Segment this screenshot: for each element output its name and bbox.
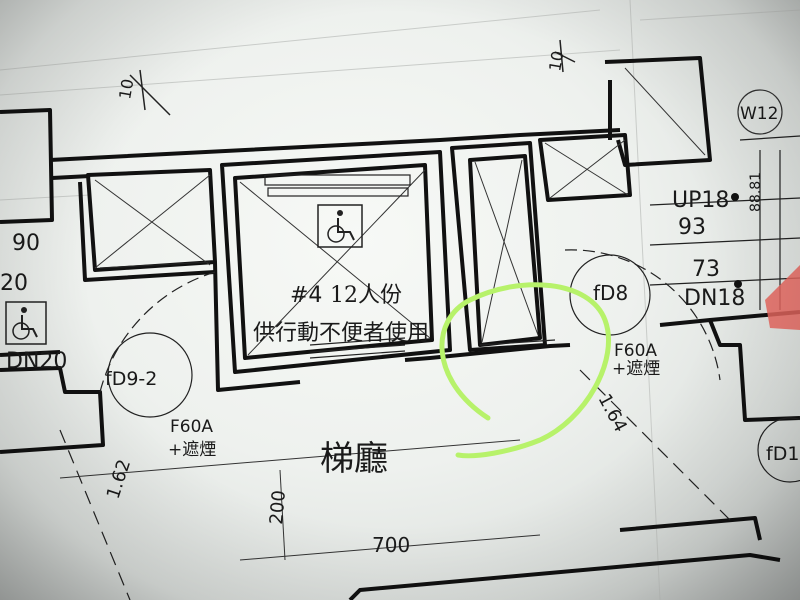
door-far-right-id: fD1 <box>766 443 799 465</box>
elevator-note: 供行動不便者使用 <box>253 321 429 346</box>
dim-top-left: 10 <box>115 77 137 100</box>
dim-200: 200 <box>266 489 290 525</box>
stair-right-dn: DN18 <box>684 286 745 311</box>
door-left-rating: F60A <box>170 417 213 437</box>
stair-left-mid: 20 <box>0 271 28 296</box>
door-right-id: fD8 <box>593 281 628 305</box>
door-left-smoke: +遮煙 <box>168 440 216 460</box>
door-swings <box>59 249 800 600</box>
stair-marker-dot <box>731 193 739 201</box>
stair-right-93: 93 <box>678 215 706 240</box>
red-marker <box>765 265 800 330</box>
door-right-smoke: +遮煙 <box>612 359 660 379</box>
highlight-annotation <box>439 282 612 459</box>
stair-left-top: 90 <box>12 231 40 256</box>
wall-tag: W12 <box>737 89 783 135</box>
stair-left-dn: DN20 <box>6 349 67 374</box>
wheelchair-icon <box>317 204 363 248</box>
door-left-id: fD9-2 <box>105 368 157 390</box>
dim-1-62: 1.62 <box>103 457 135 502</box>
stair-marker-dot-2 <box>734 280 742 288</box>
dimension-lines <box>59 439 541 561</box>
wall-tag-text: W12 <box>740 104 778 124</box>
door-right-rating: F60A <box>614 341 657 361</box>
dim-top-right: 10 <box>545 49 567 72</box>
stair-right-73: 73 <box>692 257 720 282</box>
elevator-number: #4 <box>290 283 322 308</box>
stair-right-vert: 88.81 <box>748 172 764 212</box>
dim-700: 700 <box>372 533 410 557</box>
stair-right-lines <box>649 135 800 310</box>
stair-right-up: UP18 <box>672 188 729 213</box>
dim-1-64: 1.64 <box>594 390 631 435</box>
shaft-crosses <box>94 67 706 356</box>
lobby-label: 梯廳 <box>320 439 388 479</box>
top-dimension-marks <box>129 39 576 116</box>
wheelchair-icon-left <box>5 301 47 345</box>
elevator-capacity: 12人份 <box>330 283 402 308</box>
elevator-details <box>99 174 556 359</box>
